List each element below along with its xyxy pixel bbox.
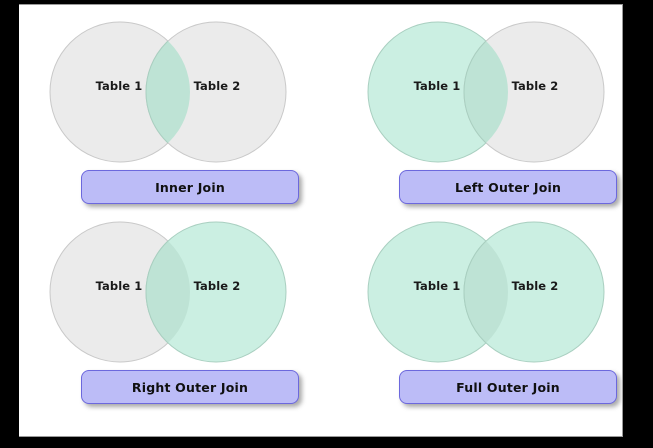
venn-label-table-2: Table 2 (511, 279, 559, 293)
venn-label-table-1: Table 1 (95, 279, 143, 293)
venn-diagram-full-outer-join: Table 1 Table 2 (367, 219, 605, 365)
venn-label-table-2: Table 2 (511, 79, 559, 93)
join-diagram-full-outer-join: Table 1 Table 2 Full Outer Join (359, 217, 617, 417)
join-button-full-outer-join[interactable]: Full Outer Join (399, 370, 617, 404)
slide-content-area: Table 1 Table 2 Inner Join Table 1 (19, 4, 623, 437)
join-diagram-right-outer-join: Table 1 Table 2 Right Outer Join (41, 217, 299, 417)
join-button-inner-join[interactable]: Inner Join (81, 170, 299, 204)
venn-diagram-left-outer-join: Table 1 Table 2 (367, 19, 605, 165)
join-diagram-inner-join: Table 1 Table 2 Inner Join (41, 17, 299, 217)
venn-label-table-1: Table 1 (95, 79, 143, 93)
join-button-left-outer-join[interactable]: Left Outer Join (399, 170, 617, 204)
venn-diagram-right-outer-join: Table 1 Table 2 (49, 219, 287, 365)
venn-label-table-1: Table 1 (413, 279, 461, 293)
join-diagram-left-outer-join: Table 1 Table 2 Left Outer Join (359, 17, 617, 217)
venn-diagram-inner-join: Table 1 Table 2 (49, 19, 287, 165)
venn-label-table-1: Table 1 (413, 79, 461, 93)
join-button-right-outer-join[interactable]: Right Outer Join (81, 370, 299, 404)
venn-label-table-2: Table 2 (193, 79, 241, 93)
venn-label-table-2: Table 2 (193, 279, 241, 293)
